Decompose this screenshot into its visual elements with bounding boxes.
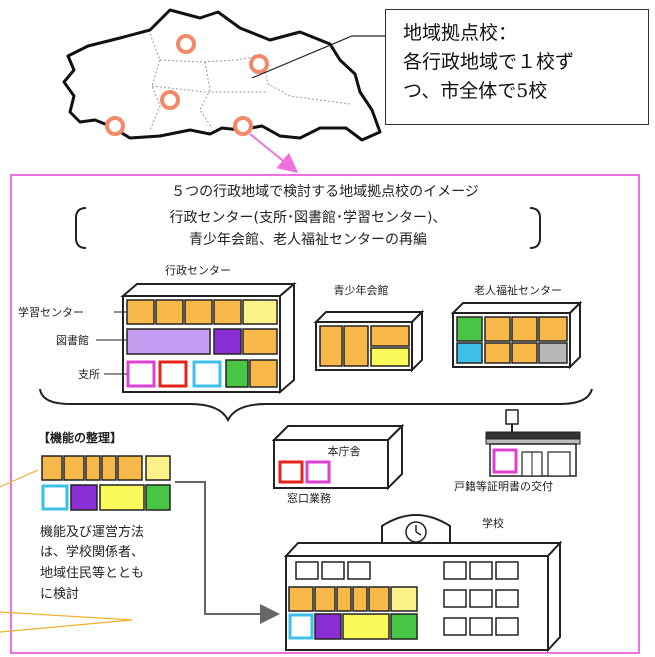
callout-leader [251,35,386,79]
label-rojin: 老人福祉センター [474,283,562,297]
label-seishonen: 青少年会館 [334,283,389,297]
school-marker [160,90,180,110]
seishonen-building [313,309,425,373]
callout-line-lower2 [0,611,133,621]
kino-title: 【機能の整理】 [38,430,122,445]
callout-line-lower [0,619,133,633]
right-bracket [529,207,541,249]
school-marker [233,116,253,136]
label-madoguchi: 窓口業務 [287,491,331,505]
left-bracket [75,207,87,249]
kino-desc1: 機能及び運営方法 [40,524,144,540]
honchosha-building [271,423,405,491]
label-koseki: 戸籍等証明書の交付 [454,479,553,493]
kino-desc4: に検討 [40,586,79,602]
label-shisho: 支所 [78,368,100,381]
kino-blocks [41,455,171,511]
gyosei-building [120,281,297,395]
label-honchosha: 本庁舎 [328,444,361,458]
pink-arrow [249,133,299,174]
rojin-building [450,300,583,370]
kino-desc2: は、学校関係者、 [40,544,144,560]
label-gakushu: 学習センター [18,305,84,319]
callout-box: 地域拠点校： 各行政地域で１校ず つ、市全体で5校 [385,9,649,125]
kino-arrow [175,481,280,624]
callout-line2: つ、市全体で5校 [403,80,548,102]
label-gakko: 学校 [482,516,504,530]
school-marker [176,34,196,54]
callout-line-upper [0,469,39,488]
koseki-building [485,409,581,477]
school-marker [105,116,125,136]
callout-line1: 各行政地域で１校ず [403,51,575,73]
label-gyosei: 行政センター [165,263,231,277]
panel-heading: ５つの行政地域で検討する地域拠点校のイメージ [171,183,479,200]
school-marker [249,54,269,74]
city-map [62,8,382,142]
callout-title: 地域拠点校： [403,22,518,44]
panel-sub1: 行政センター(支所･図書館･学習センター)、 [170,209,447,226]
panel-sub2: 青少年会館、老人福祉センターの再編 [189,231,427,248]
kino-desc3: 地域住民等ととも [40,565,144,581]
label-toshokan: 図書館 [56,333,89,347]
curly-brace [39,388,593,423]
school-building [283,514,563,653]
